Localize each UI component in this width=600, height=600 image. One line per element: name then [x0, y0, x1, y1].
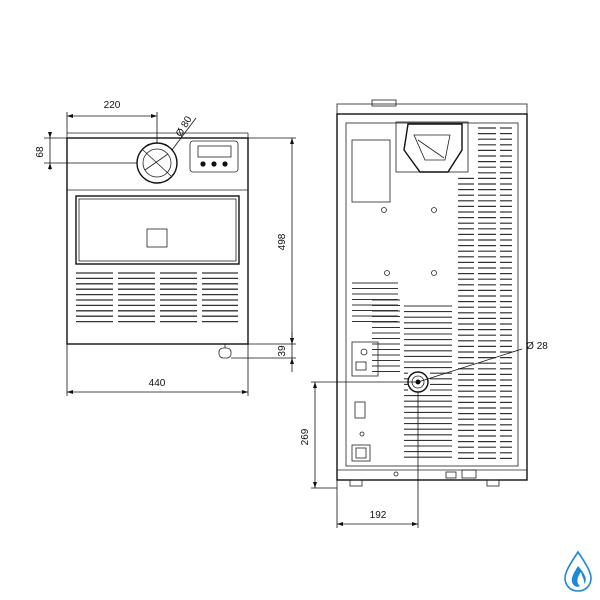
- rear-center-grill: [404, 305, 452, 458]
- rear-right-grill: [458, 127, 512, 459]
- rear-power-switch: [354, 401, 366, 419]
- dim-440-label: 440: [149, 378, 166, 389]
- dim-192-label: 192: [370, 510, 387, 521]
- water-drop-flame-logo: [564, 550, 592, 592]
- dim-39: 39: [231, 332, 296, 372]
- panel-button-1: [200, 161, 206, 167]
- display-screen: [197, 145, 232, 158]
- front-body-outline: [66, 137, 249, 345]
- front-grill: [76, 272, 238, 323]
- front-foot: [218, 344, 232, 359]
- rear-fan-housing: [395, 121, 469, 173]
- flue-outlet: [136, 142, 178, 184]
- front-window: [75, 195, 240, 265]
- dim-68-label: 68: [35, 146, 46, 158]
- dim-39-label: 39: [277, 345, 288, 357]
- dim-220-label: 220: [104, 100, 121, 111]
- panel-button-3: [222, 161, 228, 167]
- dim-68: 68: [35, 132, 137, 170]
- dim-diameter-80: Ø 80: [171, 114, 197, 151]
- dim-498: 498: [248, 137, 296, 345]
- rear-label-plate: [351, 139, 391, 203]
- rear-body-outline: [336, 113, 528, 481]
- dim-diameter-28-label: Ø 28: [526, 341, 548, 352]
- control-panel: [189, 140, 239, 173]
- dim-269: 269: [300, 382, 337, 489]
- window-sensor: [146, 228, 168, 248]
- front-view: 220 Ø 80 68 498: [35, 100, 296, 396]
- rear-top-bracket: [336, 103, 528, 115]
- rear-socket: [351, 444, 371, 462]
- rear-left-grill: [352, 282, 400, 373]
- dim-269-label: 269: [300, 428, 311, 445]
- dim-220: 220: [66, 100, 158, 143]
- dim-192: 192: [336, 392, 419, 528]
- rear-view: Ø 28 269 192: [300, 99, 548, 528]
- dim-498-label: 498: [277, 233, 288, 250]
- dim-diameter-28: Ø 28: [311, 341, 548, 383]
- dim-440: 440: [66, 344, 249, 396]
- dim-diameter-80-label: Ø 80: [174, 114, 195, 139]
- rear-connector-box: [351, 341, 379, 377]
- panel-button-2: [211, 161, 217, 167]
